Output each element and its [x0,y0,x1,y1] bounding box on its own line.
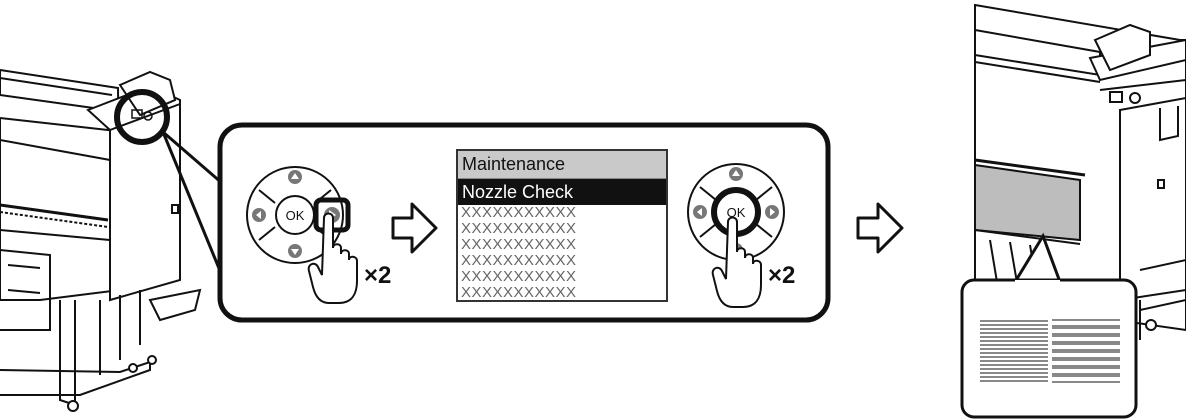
press-count-2: ×2 [768,262,795,289]
hand-pointer-icon-2 [711,216,762,308]
arrow-right-icon-1 [391,202,438,254]
lcd-screen: Maintenance Nozzle Check XXXXXXXXXXX XXX… [456,149,668,302]
lcd-row-5: XXXXXXXXXXX [461,268,577,285]
lcd-row-4: XXXXXXXXXXX [461,252,577,269]
lcd-selected-item[interactable]: Nozzle Check [458,179,666,205]
lcd-menu-title: Maintenance [458,151,666,179]
lcd-row-2: XXXXXXXXXXX [461,220,577,237]
printer-right-icon [974,3,1186,345]
nozzle-pattern-icon [980,319,1120,383]
arrow-right-icon-2 [856,202,904,254]
ok-label-1: OK [286,208,305,223]
printer-left-icon [0,68,202,412]
lcd-row-6: XXXXXXXXXXX [461,284,577,301]
ok-label-2: OK [727,205,746,220]
hand-pointer-icon-1 [307,212,358,304]
lcd-row-1: XXXXXXXXXXX [461,204,577,221]
control-pad-icon-2 [686,163,786,261]
lcd-row-3: XXXXXXXXXXX [461,236,577,253]
control-panel-highlight [114,89,170,145]
press-count-1: ×2 [364,262,391,289]
